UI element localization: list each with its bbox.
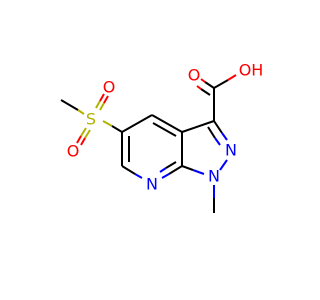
bond-c3-n2 [213,120,223,134]
nitrogen-pyridine-label: N [146,175,158,194]
bond-sulfur-o-bottom [80,127,87,137]
bond-cacid-o-carbonyl-double [200,88,211,96]
molecule-structure: S O O N N N O OH [60,61,264,213]
bond-c7a-n7-n [161,173,170,179]
bond-cacid-o-carbonyl-double-o [196,85,202,90]
bond-methyl-sulfur-s [77,109,85,115]
oxygen-carbonyl-label: O [188,66,201,85]
bond-sulfur-o-top [95,100,101,109]
bond-layer [60,74,237,213]
bond-c3-n2-double [207,126,216,139]
bond-n2-n1 [219,159,228,171]
bond-cacid-o-carbonyl [204,81,215,89]
bond-cacid-oh-o [227,74,237,81]
bond-n1-c7a-n [192,169,205,175]
bond-sulfur-o-bottom-o [76,135,82,144]
bond-sulfur-o-top-2 [99,102,105,111]
atom-label-layer: S O O N N N O OH [67,61,264,194]
nitrogen-pyrazole-2-label: N [225,141,237,160]
bond-c5-c4 [121,114,153,133]
bond-c3a-c3 [181,120,215,133]
bond-sulfur-c5 [111,125,123,133]
bond-methyl-sulfur [60,99,79,111]
bond-sulfur-o-top-2o [103,95,109,104]
bond-c3-n2-n [221,132,228,141]
bond-sulfur-o-top-o [99,93,105,102]
bond-sulfur-c5-s [102,120,113,127]
bond-cacid-oh [213,79,229,89]
bond-c7a-n7-double [165,161,177,169]
bond-n1-c7a [181,165,194,171]
oxygen-sulfonyl-bottom-label: O [67,142,80,161]
nitrogen-pyrazole-1-label: N [208,167,220,186]
bond-c4-c3a [151,114,183,133]
hydroxyl-label: OH [239,61,264,80]
bond-c3-n2-double-n [214,137,221,146]
bond-n7-c6 [121,165,136,175]
bond-c7a-n7 [168,165,183,175]
bond-c4-c3a-double [152,122,177,137]
bond-c7a-n7-double-n [159,167,167,173]
bond-sulfur-o-bottom-2 [84,129,91,139]
bond-n7-c6-n [134,173,143,179]
bond-sulfur-o-bottom-2o [80,137,86,146]
sulfur-atom-label: S [86,110,96,129]
bond-cacid-o-carbonyl-o [200,78,206,83]
oxygen-sulfonyl-top-label: O [103,78,116,97]
